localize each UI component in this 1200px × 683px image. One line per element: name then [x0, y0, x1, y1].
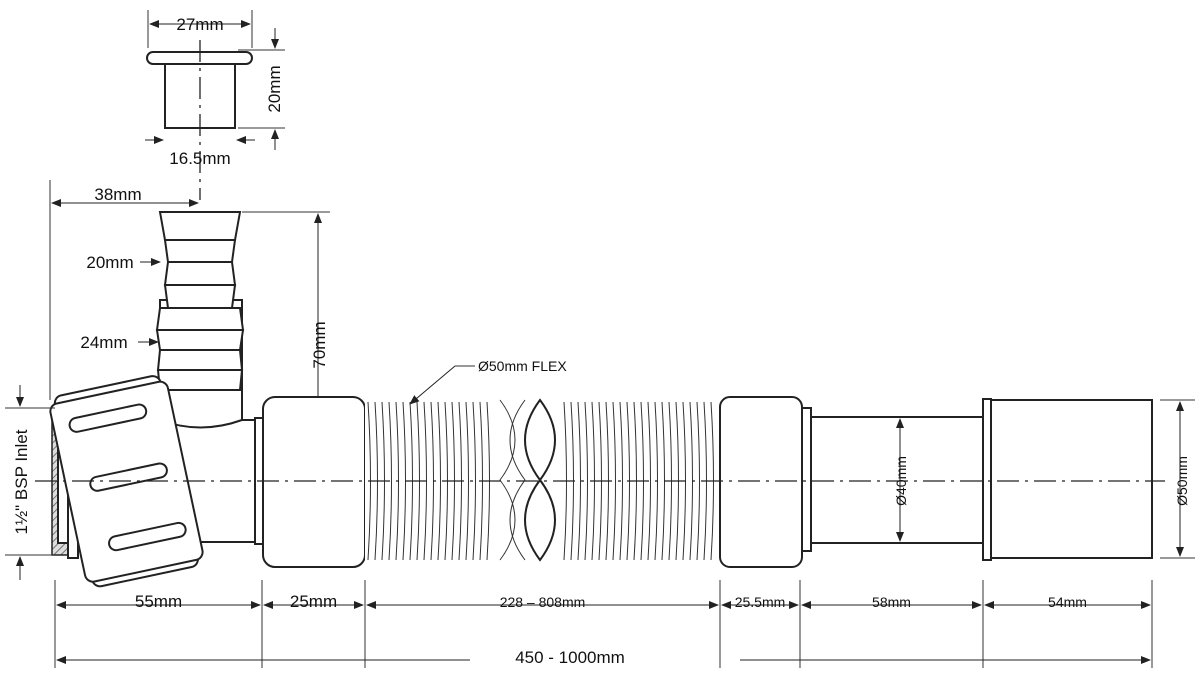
corrugation [619, 401, 623, 561]
flex-label: Ø50mm FLEX [478, 358, 567, 374]
outlet-outer-label: Ø50mm [1174, 456, 1190, 506]
offset-label: 70mm [310, 321, 329, 368]
outlet-sleeve [990, 399, 1153, 559]
cap-width-label: 27mm [176, 15, 223, 34]
corrugation [437, 401, 441, 561]
hose-tail-small-label: 20mm [86, 253, 133, 272]
hose-tail: 38mm 20mm 24mm [49, 180, 245, 431]
cap-height-label: 20mm [265, 65, 284, 112]
segment-label: 55mm [135, 592, 182, 611]
overall-length-label: 450 - 1000mm [515, 648, 625, 667]
corrugation [612, 401, 616, 561]
corrugation [647, 401, 651, 561]
corrugation [584, 401, 588, 561]
corrugation [696, 401, 700, 561]
corrugation [465, 401, 469, 561]
outlet-inner-label: Ø40mm [893, 456, 909, 506]
cap-inner-label: 16.5mm [169, 149, 230, 168]
corrugation [577, 401, 581, 561]
segment-label: 54mm [1048, 594, 1087, 610]
hose-tail-height-label: 38mm [94, 185, 141, 204]
inlet-label: 1½" BSP Inlet [12, 429, 31, 534]
segment-label: 58mm [872, 594, 911, 610]
coupling-left [262, 396, 366, 568]
segment-label: 25mm [290, 592, 337, 611]
segment-label: 25.5mm [735, 594, 786, 610]
corrugation [388, 401, 392, 561]
cap: 27mm 20mm 16.5mm [145, 10, 285, 200]
corrugation [472, 401, 476, 561]
length-dimensions: 55mm 25mm 228 – 808mm 25.5mm 58mm 54mm [54, 580, 1153, 668]
segment-label: 228 – 808mm [500, 594, 586, 610]
coupling-right [719, 396, 803, 568]
hose-tail-large-label: 24mm [80, 333, 127, 352]
